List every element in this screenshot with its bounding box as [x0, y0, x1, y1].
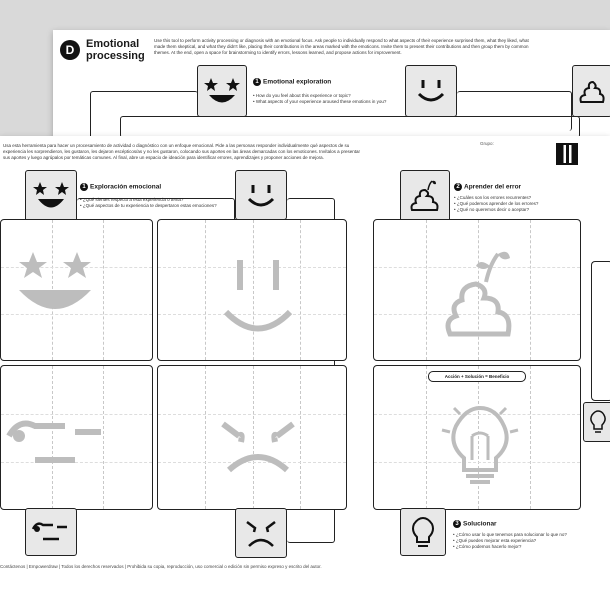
- back-sheet-title: Emotional processing: [86, 38, 145, 62]
- star-eyes-face-icon: [19, 252, 91, 309]
- section1-questions: • ¿Qué sientes respecto a esta experienc…: [80, 197, 240, 209]
- back-panel-peek: [591, 261, 610, 401]
- section-title-text: Exploración emocional: [90, 183, 162, 191]
- question-item: • ¿Qué sientes respecto a esta experienc…: [80, 197, 184, 202]
- section-number-badge: 3: [453, 520, 461, 528]
- back-poop-tab: [572, 65, 610, 117]
- poop-sprout-icon: [445, 251, 512, 337]
- panel-learn-error[interactable]: [373, 219, 581, 361]
- section-number-badge: 1: [253, 78, 261, 86]
- smile-tab: [235, 170, 287, 220]
- frame-line: [77, 198, 235, 222]
- question-item: • ¿Cómo podemos hacerlo mejor?: [453, 544, 522, 549]
- back-lightbulb-tab: [583, 402, 610, 442]
- skeptical-tab: [25, 508, 77, 556]
- poop-sprout-icon: [579, 80, 605, 103]
- question-item: • ¿Qué puedes mejorar esta experiencia?: [453, 538, 537, 543]
- front-sheet-description: Usa esta herramienta para hacer un proce…: [3, 143, 360, 160]
- brand-logo: D: [60, 40, 80, 60]
- action-formula-pill: Acción + Solución = Beneficio: [428, 371, 526, 382]
- back-sheet-description: Use this tool to perform activity proces…: [154, 38, 529, 55]
- section-title-text: Solucionar: [463, 520, 497, 528]
- panel-skeptical[interactable]: [0, 365, 153, 510]
- question-item: • ¿Qué no queremos decir o aceptar?: [454, 207, 530, 212]
- smile-face-icon: [223, 260, 293, 332]
- section-number-badge: 1: [80, 183, 88, 191]
- smile-face-icon: [417, 80, 445, 102]
- lightbulb-icon: [412, 516, 434, 547]
- skeptical-face-icon: [6, 420, 101, 463]
- sad-face-icon: [221, 421, 295, 473]
- skeptical-face-icon: [31, 522, 67, 541]
- section3-questions: • ¿Cómo usar lo que tenemos para solucio…: [453, 532, 593, 550]
- back-section1-questions: • How do you feel about this experience …: [253, 93, 403, 105]
- panel-solve[interactable]: [373, 365, 581, 510]
- question-item: • ¿Qué podemos aprender de los errores?: [454, 201, 539, 206]
- poop-sprout-icon: [410, 180, 439, 211]
- section2-questions: • ¿Cuáles son los errores recurrentes? •…: [454, 195, 584, 213]
- question-item: • ¿Qué aspectos de tu experiencia te des…: [80, 203, 217, 208]
- question-item: • How do you feel about this experience …: [253, 93, 351, 98]
- section-title-text: Emotional exploration: [263, 78, 332, 86]
- panel-sad[interactable]: [157, 365, 347, 510]
- back-smile-tab: [405, 65, 457, 117]
- question-item: • What aspects of your experience arouse…: [253, 99, 387, 104]
- sad-face-icon: [246, 521, 276, 547]
- star-eyes-face-icon: [204, 78, 240, 103]
- section-number-badge: 2: [454, 183, 462, 191]
- star-eyes-face-icon: [33, 182, 69, 208]
- footer-copyright: Contáctenos | Empowerdraw | Todos los de…: [0, 564, 322, 569]
- lightbulb-tab: [400, 508, 446, 556]
- poop-tab: [400, 170, 450, 222]
- back-outline: [120, 116, 580, 138]
- qr-code-icon: [556, 143, 578, 165]
- question-item: • ¿Cuáles son los errores recurrentes?: [454, 195, 532, 200]
- panel-star-eyes[interactable]: [0, 219, 153, 361]
- section-title-text: Aprender del error: [464, 183, 522, 191]
- question-item: • ¿Cómo usar lo que tenemos para solucio…: [453, 532, 567, 537]
- lightbulb-icon: [441, 405, 519, 484]
- back-star-eyes-tab: [197, 65, 247, 117]
- panel-smile[interactable]: [157, 219, 347, 361]
- group-label: Grupo:: [480, 141, 494, 146]
- star-eyes-tab: [25, 170, 77, 222]
- smile-face-icon: [247, 185, 275, 207]
- lightbulb-icon: [590, 410, 606, 433]
- back-outline: [457, 91, 572, 131]
- sad-tab: [235, 508, 287, 558]
